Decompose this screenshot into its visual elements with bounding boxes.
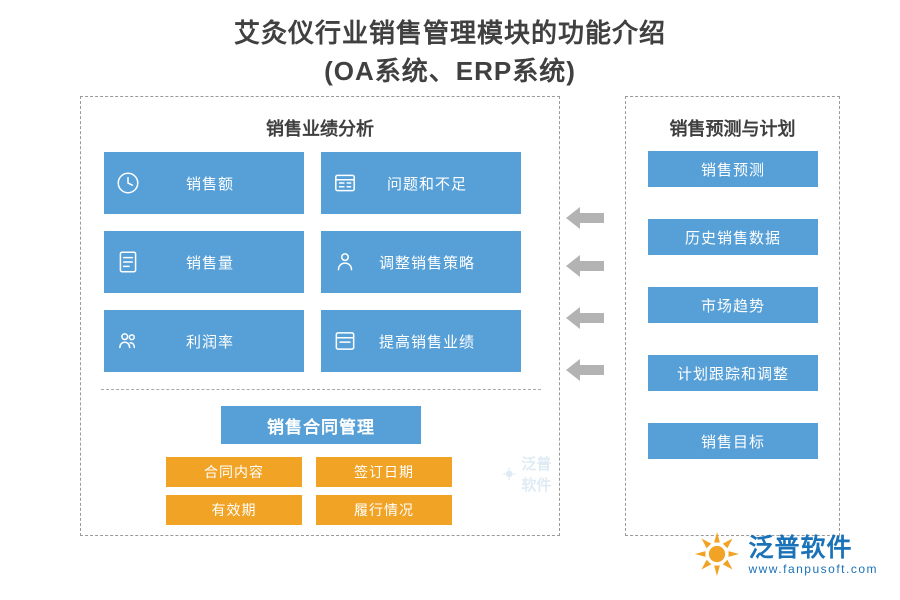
arrow-left-icon	[566, 357, 604, 383]
card-sales-volume[interactable]: 销售量	[104, 231, 304, 293]
contract-management-heading: 销售合同管理	[221, 406, 421, 444]
people-icon	[104, 328, 152, 354]
card-label: 调整销售策略	[378, 254, 475, 272]
forecast-item-market-trend[interactable]: 市场趋势	[648, 287, 818, 323]
watermark: 泛普软件	[501, 453, 559, 495]
card-label: 提高销售业绩	[378, 333, 475, 351]
card-label: 销售额	[185, 175, 234, 193]
panel-divider	[101, 389, 541, 390]
card-label: 利润率	[185, 333, 234, 351]
clock-icon	[104, 170, 152, 196]
title-line-2: (OA系统、ERP系统)	[324, 56, 576, 86]
sales-performance-heading: 销售业绩分析	[266, 119, 374, 139]
contract-item-performance[interactable]: 履行情况	[316, 495, 452, 525]
forecast-item-history-data[interactable]: 历史销售数据	[648, 219, 818, 255]
card-label: 销售量	[185, 254, 234, 272]
arrow-left-icon	[566, 205, 604, 231]
brand-logo: 泛普软件 www.fanpusoft.com	[694, 531, 878, 582]
form-icon	[321, 170, 369, 196]
sales-forecast-panel: 销售预测与计划 销售预测 历史销售数据 市场趋势 计划跟踪和调整 销售目标	[625, 96, 840, 536]
card-sales-amount[interactable]: 销售额	[104, 152, 304, 214]
sun-logo-icon	[694, 531, 740, 582]
card-problems[interactable]: 问题和不足	[321, 152, 521, 214]
forecast-item-sales-forecast[interactable]: 销售预测	[648, 151, 818, 187]
card-improve-performance[interactable]: 提高销售业绩	[321, 310, 521, 372]
contract-item-signdate[interactable]: 签订日期	[316, 457, 452, 487]
title-line-1: 艾灸仪行业销售管理模块的功能介绍	[233, 18, 666, 48]
contract-item-content[interactable]: 合同内容	[166, 457, 302, 487]
document-icon	[104, 249, 152, 275]
contract-item-validity[interactable]: 有效期	[166, 495, 302, 525]
sales-forecast-heading: 销售预测与计划	[669, 119, 796, 139]
card-adjust-strategy[interactable]: 调整销售策略	[321, 231, 521, 293]
arrow-left-icon	[566, 305, 604, 331]
card-label: 问题和不足	[386, 175, 467, 193]
person-icon	[321, 249, 369, 275]
logo-brand-cn: 泛普软件	[748, 533, 853, 562]
forecast-item-plan-tracking[interactable]: 计划跟踪和调整	[648, 355, 818, 391]
page-title: 艾灸仪行业销售管理模块的功能介绍 (OA系统、ERP系统)	[0, 14, 900, 90]
sales-performance-panel: 销售业绩分析 销售额 销售量 利润率	[80, 96, 560, 536]
arrow-left-icon	[566, 253, 604, 279]
logo-brand-url: www.fanpusoft.com	[748, 562, 878, 577]
card-profit-rate[interactable]: 利润率	[104, 310, 304, 372]
forecast-item-sales-target[interactable]: 销售目标	[648, 423, 818, 459]
watermark-text: 泛普软件	[521, 456, 552, 494]
window-icon	[321, 328, 369, 354]
